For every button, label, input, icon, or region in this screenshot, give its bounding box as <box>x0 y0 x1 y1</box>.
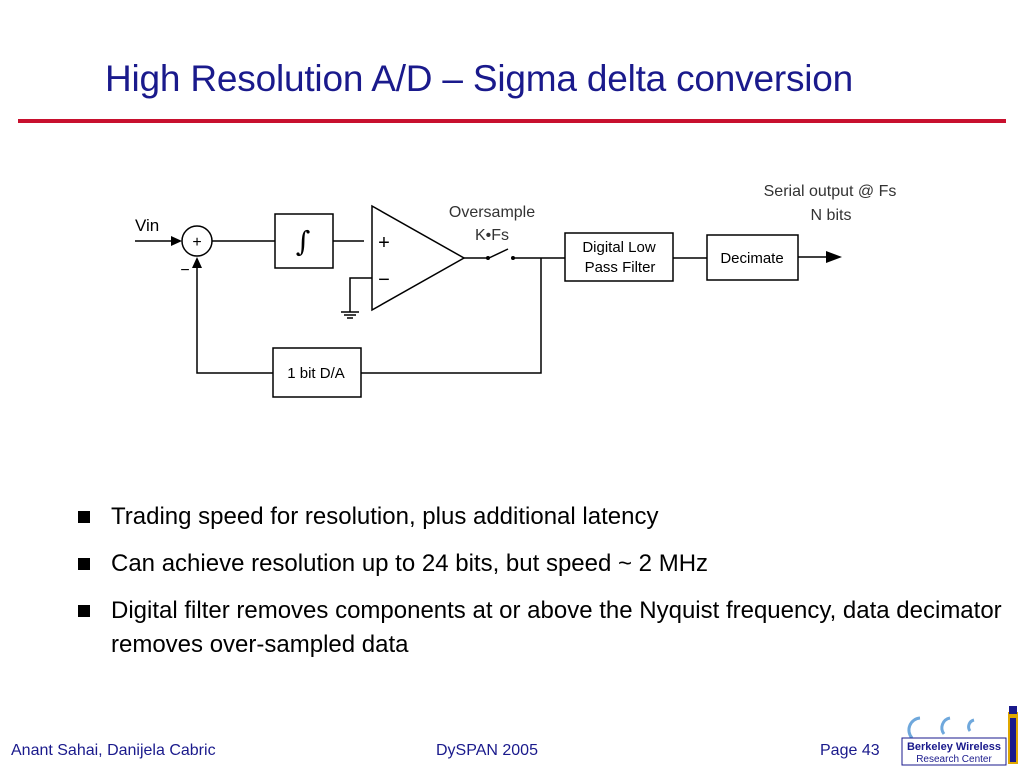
bullet-list: Trading speed for resolution, plus addit… <box>76 500 1006 675</box>
bwrc-logo: Berkeley Wireless Research Center <box>901 706 1018 766</box>
square-bullet-icon <box>78 605 90 617</box>
filter-label-line2: Pass Filter <box>585 259 656 276</box>
opamp-minus-sign: − <box>378 269 390 291</box>
filter-label-line1: Digital Low <box>582 239 656 256</box>
slide-title: High Resolution A/D – Sigma delta conver… <box>105 58 854 99</box>
comparator-opamp <box>371 204 466 312</box>
vin-label: Vin <box>135 216 159 235</box>
switch-contact-right <box>511 256 515 260</box>
sigma-delta-diagram: Vin + − ∫ + − Oversample K•Fs Digital Lo… <box>135 183 897 398</box>
logo-arc-icon <box>940 716 951 735</box>
decimate-label: Decimate <box>720 250 783 267</box>
bullet-text: Trading speed for resolution, plus addit… <box>111 503 659 530</box>
logo-text-line1: Berkeley Wireless <box>907 741 1001 753</box>
bullet-item: Trading speed for resolution, plus addit… <box>76 500 1006 534</box>
footer-authors: Anant Sahai, Danijela Cabric <box>11 742 216 759</box>
switch-contact-left <box>486 256 490 260</box>
opamp-plus-sign: + <box>378 232 390 254</box>
feedback-arrowhead <box>192 257 202 268</box>
logo-arc-icon <box>967 718 975 732</box>
oversample-rate-label: K•Fs <box>475 227 509 244</box>
logo-text-box <box>901 737 1007 766</box>
feedback-return-wire <box>196 266 273 374</box>
digital-lpf-block <box>564 232 674 282</box>
square-bullet-icon <box>78 511 90 523</box>
feedback-wire <box>361 258 542 374</box>
oversample-switch <box>488 248 509 259</box>
bullet-item: Can achieve resolution up to 24 bits, bu… <box>76 547 1006 581</box>
logo-text-line2: Research Center <box>916 754 992 765</box>
summer-minus-sign: − <box>180 262 189 279</box>
output-arrowhead <box>826 251 842 263</box>
ground-wire <box>349 277 372 312</box>
footer-page-number: Page 43 <box>820 742 880 759</box>
bullet-text: Digital filter removes components at or … <box>111 597 1002 658</box>
logo-arc-icon <box>907 716 921 740</box>
integrator-symbol: ∫ <box>296 225 311 258</box>
footer-conference: DySPAN 2005 <box>436 742 538 759</box>
output-label-line2: N bits <box>811 207 852 224</box>
bullet-item: Digital filter removes components at or … <box>76 594 1006 662</box>
summer-plus-sign: + <box>192 234 201 251</box>
input-arrowhead <box>171 236 182 246</box>
square-bullet-icon <box>78 558 90 570</box>
output-label-line1: Serial output @ Fs <box>764 183 897 200</box>
oversample-label: Oversample <box>449 204 535 221</box>
dac-label: 1 bit D/A <box>287 365 345 382</box>
campanile-tower-icon <box>1008 706 1018 764</box>
bullet-text: Can achieve resolution up to 24 bits, bu… <box>111 550 709 577</box>
title-divider <box>18 119 1006 123</box>
